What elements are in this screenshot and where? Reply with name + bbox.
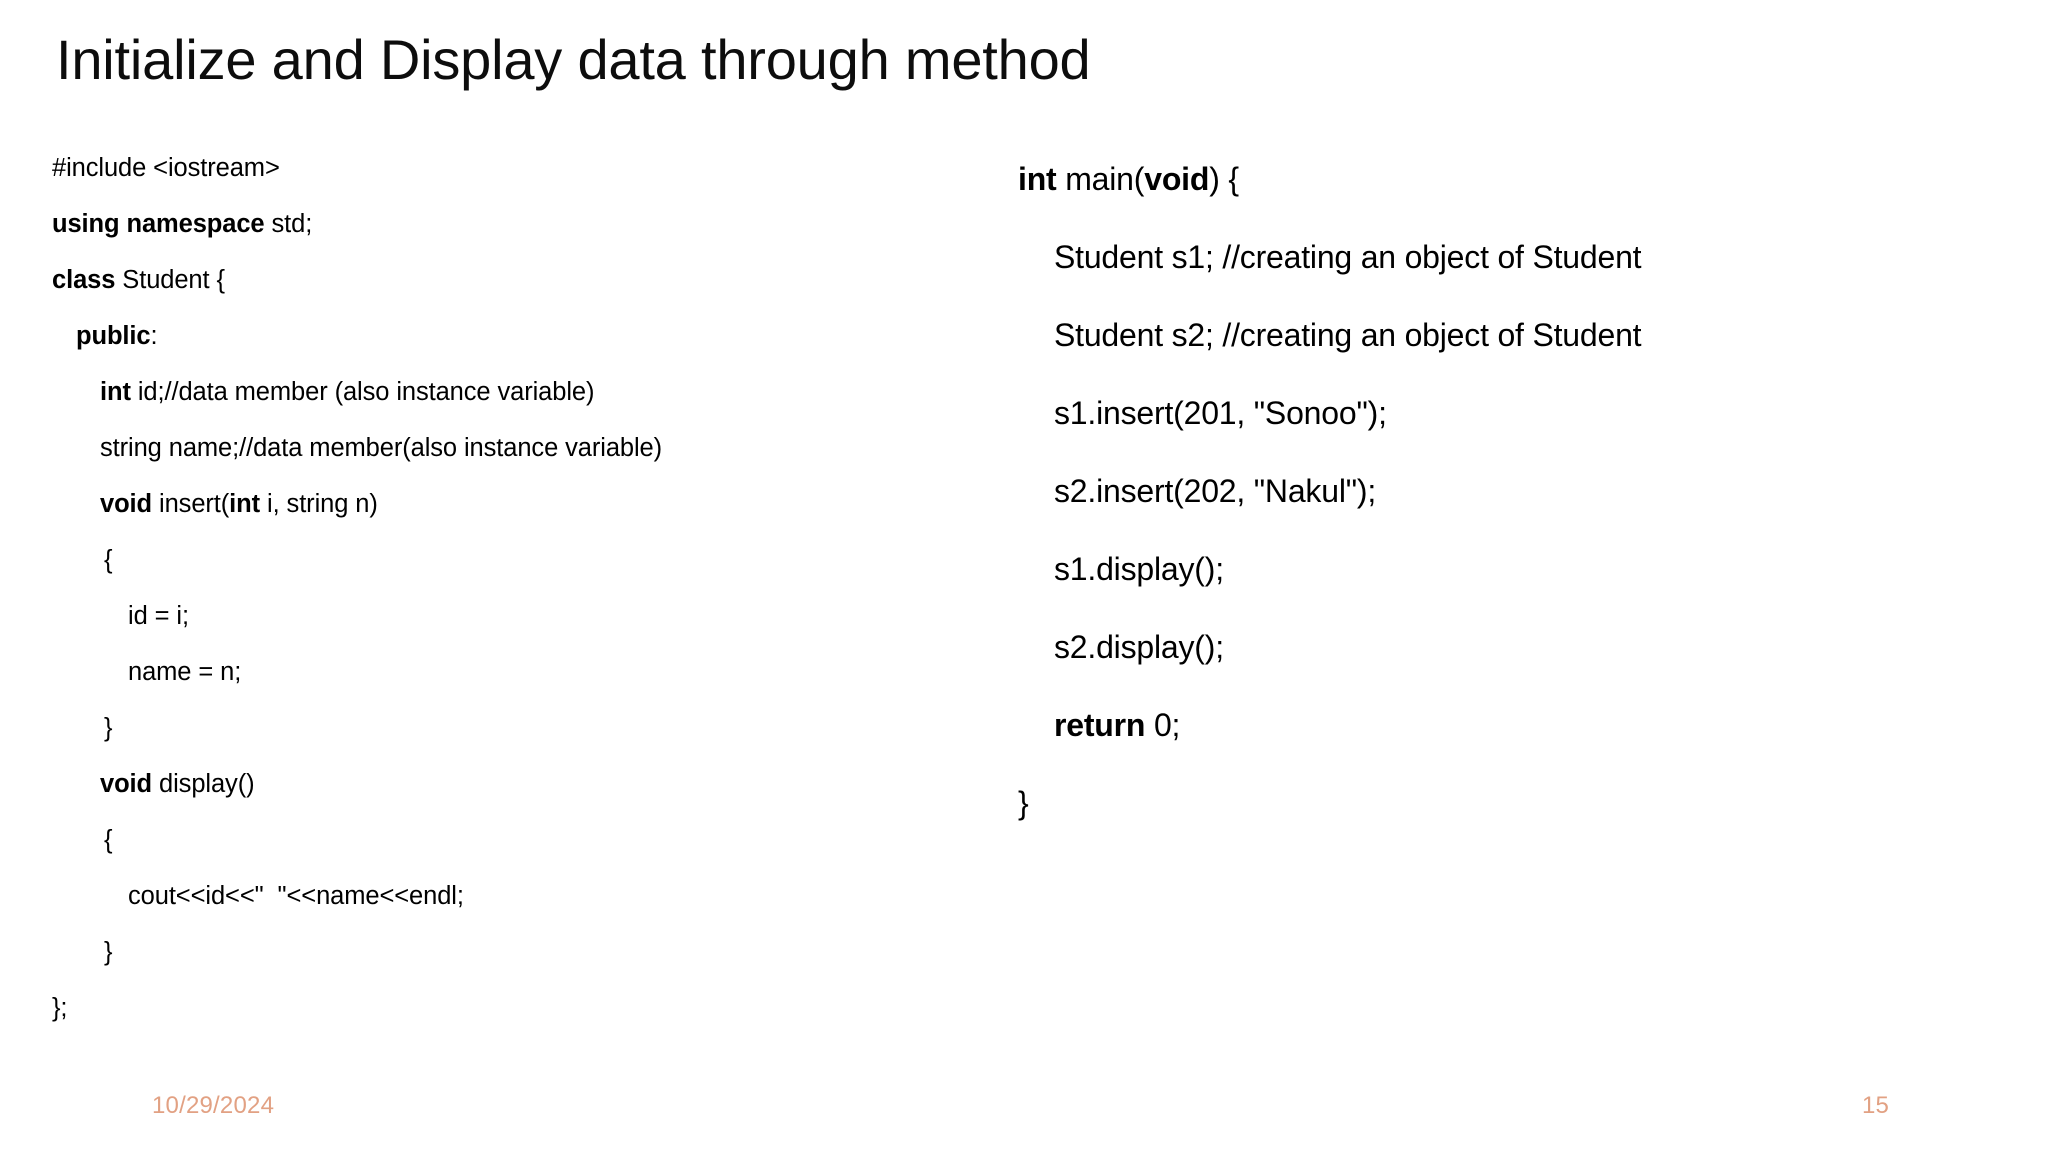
right-code-line: s1.insert(201, "Sonoo"); <box>1018 374 1918 452</box>
left-code-line: }; <box>52 980 912 1036</box>
code-text: { <box>104 546 113 574</box>
code-text: id = i; <box>128 602 189 630</box>
page-title: Initialize and Display data through meth… <box>56 28 1091 91</box>
code-text: } <box>104 714 113 742</box>
left-code-line: #include <iostream> <box>52 140 912 196</box>
code-text: Student { <box>115 266 225 294</box>
code-block-right: int main(void) { Student s1; //creating a… <box>1018 140 1918 842</box>
right-code-line: s2.display(); <box>1018 608 1918 686</box>
code-text: Student s2; //creating an object of Stud… <box>1054 317 1642 353</box>
code-text: display() <box>152 770 255 798</box>
left-code-line: void insert(int i, string n) <box>52 476 912 532</box>
right-code-line: s2.insert(202, "Nakul"); <box>1018 452 1918 530</box>
left-code-line: { <box>52 812 912 868</box>
code-block-left: #include <iostream>using namespace std;c… <box>52 140 912 1036</box>
code-keyword: void <box>1144 161 1210 197</box>
code-text: s2.insert(202, "Nakul"); <box>1054 473 1377 509</box>
code-text: #include <iostream> <box>52 154 280 182</box>
left-code-line: cout<<id<<" "<<name<<endl; <box>52 868 912 924</box>
code-text: } <box>104 938 113 966</box>
left-code-line: } <box>52 924 912 980</box>
right-code-line: return 0; <box>1018 686 1918 764</box>
left-code-line: name = n; <box>52 644 912 700</box>
right-code-line: s1.display(); <box>1018 530 1918 608</box>
code-text: { <box>104 826 113 854</box>
left-code-line: } <box>52 700 912 756</box>
left-code-line: string name;//data member(also instance … <box>52 420 912 476</box>
code-text: i, string n) <box>260 490 378 518</box>
code-text: std; <box>264 210 313 238</box>
code-text: cout<<id<<" "<<name<<endl; <box>128 882 464 910</box>
code-keyword: using namespace <box>52 210 265 238</box>
code-text: name = n; <box>128 658 242 686</box>
slide-body: #include <iostream>using namespace std;c… <box>0 140 2048 1040</box>
code-keyword: int <box>1018 161 1057 197</box>
code-text: main( <box>1056 161 1145 197</box>
code-keyword: class <box>52 266 116 294</box>
left-code-line: { <box>52 532 912 588</box>
right-code-line: Student s2; //creating an object of Stud… <box>1018 296 1918 374</box>
code-text: } <box>1018 785 1029 821</box>
code-text: s1.display(); <box>1054 551 1224 587</box>
right-code-line: int main(void) { <box>1018 140 1918 218</box>
left-code-line: using namespace std; <box>52 196 912 252</box>
code-keyword: return <box>1054 707 1146 743</box>
code-text: insert( <box>152 490 230 518</box>
code-keyword: int <box>100 378 131 406</box>
code-keyword: int <box>229 490 261 518</box>
left-code-line: id = i; <box>52 588 912 644</box>
footer-date: 10/29/2024 <box>152 1092 275 1119</box>
left-code-line: public: <box>52 308 912 364</box>
footer-page-number: 15 <box>1862 1092 1890 1119</box>
code-text: ) { <box>1209 161 1239 197</box>
code-keyword: public <box>76 322 151 350</box>
code-text: id;//data member (also instance variable… <box>130 378 595 406</box>
right-code-line: } <box>1018 764 1918 842</box>
code-text: : <box>150 322 158 350</box>
right-code-line: Student s1; //creating an object of Stud… <box>1018 218 1918 296</box>
code-text: 0; <box>1145 707 1181 743</box>
code-text: s1.insert(201, "Sonoo"); <box>1054 395 1387 431</box>
code-text: s2.display(); <box>1054 629 1224 665</box>
code-text: string name;//data member(also instance … <box>100 434 663 462</box>
left-code-line: class Student { <box>52 252 912 308</box>
code-keyword: void <box>100 490 153 518</box>
code-text: }; <box>52 994 68 1022</box>
code-keyword: void <box>100 770 153 798</box>
code-text: Student s1; //creating an object of Stud… <box>1054 239 1642 275</box>
left-code-line: void display() <box>52 756 912 812</box>
left-code-line: int id;//data member (also instance vari… <box>52 364 912 420</box>
